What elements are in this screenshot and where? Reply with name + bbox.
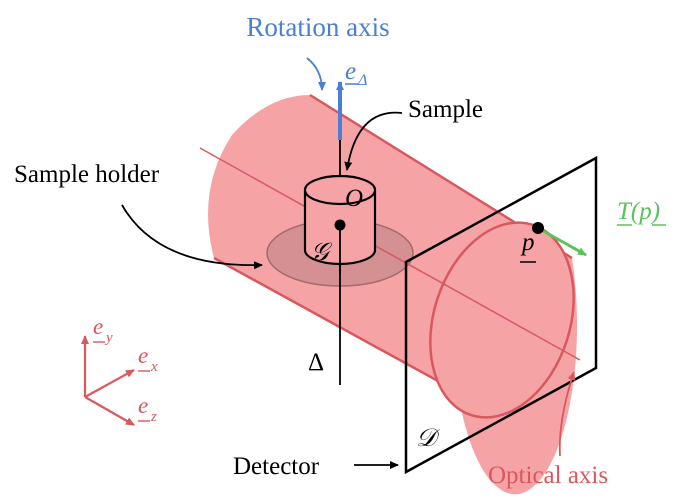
ey-label: e y <box>93 314 113 346</box>
t-p-label: T(p) <box>617 198 666 226</box>
origin-label: O <box>345 185 363 212</box>
center-label: 𝒢 <box>311 239 333 266</box>
rotation-axis-label: Rotation axis <box>246 12 389 42</box>
sample-pointer <box>344 111 403 171</box>
rotation-axis-pointer <box>306 57 326 91</box>
delta-label: Δ <box>308 349 324 376</box>
svg-text:p: p <box>520 229 535 256</box>
optical-axis-line <box>199 147 581 361</box>
e-delta-label: e Δ <box>345 58 367 89</box>
svg-text:y: y <box>104 330 113 346</box>
svg-text:z: z <box>150 409 157 425</box>
svg-text:T(p): T(p) <box>617 198 660 225</box>
svg-text:e: e <box>345 58 356 85</box>
t-p-arrow <box>537 226 587 257</box>
ez-label: e z <box>138 393 157 425</box>
detector-label: Detector <box>233 453 320 480</box>
reference-frame <box>81 335 135 426</box>
point-p <box>532 222 544 234</box>
svg-text:e: e <box>93 314 103 339</box>
optical-axis-label: Optical axis <box>488 462 608 489</box>
beam-cylinder <box>208 93 578 495</box>
svg-text:e: e <box>138 393 148 418</box>
ex-label: e x <box>138 343 158 375</box>
sample-holder-label: Sample holder <box>14 161 160 188</box>
detector-plane <box>404 155 598 475</box>
svg-text:Δ: Δ <box>357 72 367 89</box>
svg-text:x: x <box>150 359 158 375</box>
detector-symbol: 𝒟 <box>416 425 441 452</box>
svg-text:e: e <box>138 343 148 368</box>
optical-axis-pointer <box>558 371 576 457</box>
sample-label: Sample <box>408 96 483 123</box>
sample-holder-pointer <box>121 204 263 270</box>
point-p-label: p <box>520 229 536 263</box>
